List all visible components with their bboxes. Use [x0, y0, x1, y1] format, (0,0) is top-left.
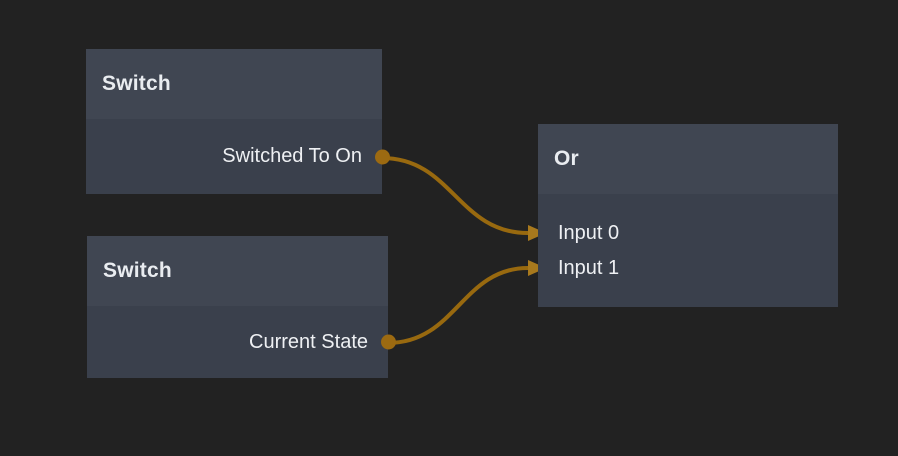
edge-switched-to-on-to-input-0[interactable] [380, 156, 546, 241]
node-switch-2-header[interactable]: Switch [87, 236, 388, 306]
node-or[interactable]: Or Input 0 Input 1 [538, 124, 838, 307]
output-port-label: Switched To On [222, 145, 362, 167]
node-title: Or [554, 147, 579, 170]
input-port-label: Input 1 [558, 257, 620, 279]
input-port-input-0[interactable]: Input 0 [538, 216, 838, 251]
node-or-body: Input 0 Input 1 [538, 194, 838, 307]
node-title: Switch [103, 259, 172, 282]
output-port-current-state[interactable]: Current State [87, 325, 396, 360]
input-port-label: Input 0 [558, 222, 620, 244]
output-port-switched-to-on[interactable]: Switched To On [86, 139, 390, 174]
node-switch-1-header[interactable]: Switch [86, 49, 382, 119]
arrowhead-icon [528, 225, 546, 241]
edge-current-state-to-input-1[interactable] [386, 260, 546, 345]
input-port-input-1[interactable]: Input 1 [538, 251, 838, 286]
output-port-dot-icon[interactable] [381, 334, 396, 350]
arrowhead-icon [528, 260, 546, 276]
output-port-label: Current State [249, 330, 368, 353]
node-switch-1[interactable]: Switch Switched To On [86, 49, 390, 194]
node-title: Switch [102, 72, 171, 95]
output-port-dot-icon[interactable] [375, 149, 390, 164]
node-switch-1-body: Switched To On [86, 119, 390, 194]
node-switch-2-body: Current State [87, 306, 396, 378]
node-switch-2[interactable]: Switch Current State [87, 236, 396, 378]
node-or-header[interactable]: Or [538, 124, 838, 194]
